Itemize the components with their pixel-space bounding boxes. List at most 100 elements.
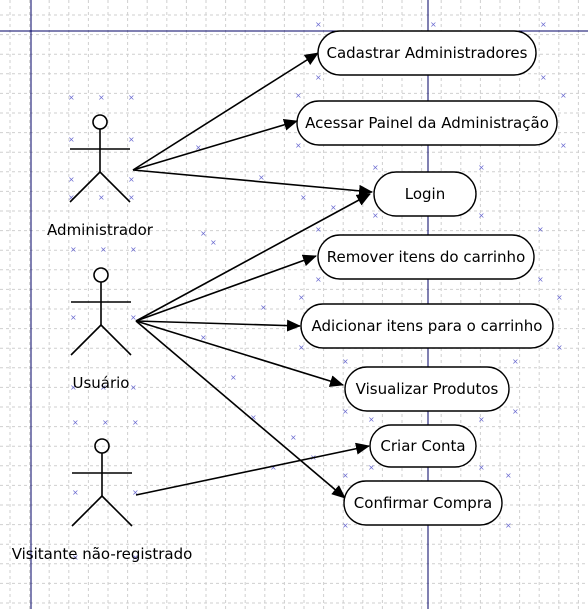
selection-handle-mark: × bbox=[372, 211, 379, 220]
selection-handle-mark: × bbox=[130, 313, 137, 322]
use-case-label: Visualizar Produtos bbox=[356, 380, 499, 398]
selection-handle-mark: × bbox=[478, 211, 485, 220]
selection-handle-mark: × bbox=[560, 141, 567, 150]
use-case-shape[interactable] bbox=[373, 171, 477, 217]
selection-handle-mark: × bbox=[130, 245, 137, 254]
use-case-uc7[interactable]: Criar Conta bbox=[369, 424, 477, 468]
actor-leg-right bbox=[101, 495, 133, 527]
selection-handle-mark: × bbox=[68, 193, 75, 202]
selection-handle-mark: × bbox=[98, 93, 105, 102]
selection-handle-mark: × bbox=[342, 407, 349, 416]
selection-handle-mark: × bbox=[512, 407, 519, 416]
selection-handle-mark: × bbox=[505, 521, 512, 530]
actor-visitor[interactable]: Visitante não-registrado bbox=[12, 438, 193, 563]
use-case-label: Adicionar itens para o carrinho bbox=[312, 317, 543, 335]
selection-handle-mark: × bbox=[100, 383, 107, 392]
actor-leg-left bbox=[70, 324, 102, 356]
selection-handle-mark: × bbox=[505, 471, 512, 480]
association-user-uc4[interactable] bbox=[135, 254, 317, 322]
selection-handle-mark: × bbox=[98, 193, 105, 202]
selection-handle-mark: × bbox=[68, 175, 75, 184]
association-admin-uc3[interactable] bbox=[132, 169, 373, 197]
use-case-shape[interactable] bbox=[344, 366, 510, 412]
association-user-uc6[interactable] bbox=[135, 320, 344, 387]
selection-handle-mark: × bbox=[68, 93, 75, 102]
selection-handle-mark: × bbox=[128, 193, 135, 202]
selection-handle-mark: × bbox=[478, 463, 485, 472]
selection-handle-mark: × bbox=[556, 343, 563, 352]
selection-handle-mark: × bbox=[72, 488, 79, 497]
use-case-uc8[interactable]: Confirmar Compra bbox=[343, 480, 503, 526]
actor-leg-right bbox=[100, 324, 132, 356]
selection-handle-mark: × bbox=[560, 91, 567, 100]
use-case-uc3[interactable]: Login bbox=[373, 171, 477, 217]
use-case-label: Remover itens do carrinho bbox=[327, 248, 526, 266]
selection-handle-mark: × bbox=[200, 229, 207, 238]
association-visitor-uc7[interactable] bbox=[135, 442, 370, 496]
selection-handle-mark: × bbox=[300, 193, 307, 202]
selection-handle-mark: × bbox=[315, 73, 322, 82]
selection-handle-mark: × bbox=[230, 373, 237, 382]
use-case-shape[interactable] bbox=[317, 30, 537, 76]
selection-handle-mark: × bbox=[298, 293, 305, 302]
use-case-uc4[interactable]: Remover itens do carrinho bbox=[317, 234, 535, 280]
use-case-label: Login bbox=[405, 185, 445, 203]
association-admin-uc1[interactable] bbox=[132, 52, 319, 171]
selection-handle-mark: × bbox=[298, 343, 305, 352]
selection-handle-mark: × bbox=[128, 175, 135, 184]
selection-handle-mark: × bbox=[368, 463, 375, 472]
selection-handle-mark: × bbox=[128, 135, 135, 144]
selection-handle-mark: × bbox=[132, 488, 139, 497]
actor-user[interactable]: Usuário bbox=[70, 267, 132, 392]
use-case-uc2[interactable]: Acessar Painel da Administração bbox=[296, 100, 558, 146]
association-user-uc8[interactable] bbox=[135, 320, 346, 499]
actor-label: Administrador bbox=[47, 221, 154, 239]
selection-handle-mark: × bbox=[478, 163, 485, 172]
selection-handle-mark: × bbox=[132, 553, 139, 562]
selection-handle-mark: × bbox=[72, 553, 79, 562]
associations bbox=[132, 52, 373, 499]
actor-leg-left bbox=[71, 495, 103, 527]
association-user-uc3[interactable] bbox=[135, 193, 371, 322]
selection-handle-mark: × bbox=[132, 418, 139, 427]
selection-handle-mark: × bbox=[540, 20, 547, 29]
use-case-uc6[interactable]: Visualizar Produtos bbox=[344, 366, 510, 412]
selection-handle-mark: × bbox=[102, 418, 109, 427]
use-case-shape[interactable] bbox=[296, 100, 558, 146]
use-case-shape[interactable] bbox=[369, 424, 477, 468]
selection-handle-mark: × bbox=[430, 20, 437, 29]
association-user-uc5[interactable] bbox=[135, 319, 301, 332]
selection-handle-mark: × bbox=[315, 225, 322, 234]
use-case-label: Criar Conta bbox=[380, 437, 465, 455]
selection-handle-mark: × bbox=[315, 275, 322, 284]
selection-handle-mark: × bbox=[512, 357, 519, 366]
use-case-uc1[interactable]: Cadastrar Administradores bbox=[317, 30, 537, 76]
actor-label: Visitante não-registrado bbox=[12, 545, 193, 563]
use-case-shape[interactable] bbox=[343, 480, 503, 526]
use-case-label: Confirmar Compra bbox=[354, 494, 492, 512]
selection-handles: × × × × × × × × × × × × × × × × × × × × × × × × × × × × × × × × × × × × × × × ×… bbox=[68, 20, 567, 562]
selection-handle-mark: × bbox=[270, 463, 277, 472]
association-admin-uc2[interactable] bbox=[132, 118, 298, 171]
use-case-shape[interactable] bbox=[317, 234, 535, 280]
selection-handle-mark: × bbox=[68, 135, 75, 144]
selection-handle-mark: × bbox=[556, 293, 563, 302]
actor-head-icon bbox=[92, 114, 108, 130]
selection-handle-mark: × bbox=[195, 143, 202, 152]
selection-handle-mark: × bbox=[258, 173, 265, 182]
selection-handle-mark: × bbox=[537, 275, 544, 284]
selection-handle-mark: × bbox=[342, 521, 349, 530]
selection-handle-mark: × bbox=[130, 383, 137, 392]
use-case-uc5[interactable]: Adicionar itens para o carrinho bbox=[300, 303, 554, 349]
selection-handle-mark: × bbox=[70, 245, 77, 254]
selection-handle-mark: × bbox=[342, 357, 349, 366]
selection-handle-mark: × bbox=[368, 415, 375, 424]
use-case-shape[interactable] bbox=[300, 303, 554, 349]
selection-handle-mark: × bbox=[540, 73, 547, 82]
selection-handle-mark: × bbox=[70, 383, 77, 392]
actor-admin[interactable]: Administrador bbox=[47, 114, 154, 239]
selection-handle-mark: × bbox=[100, 245, 107, 254]
